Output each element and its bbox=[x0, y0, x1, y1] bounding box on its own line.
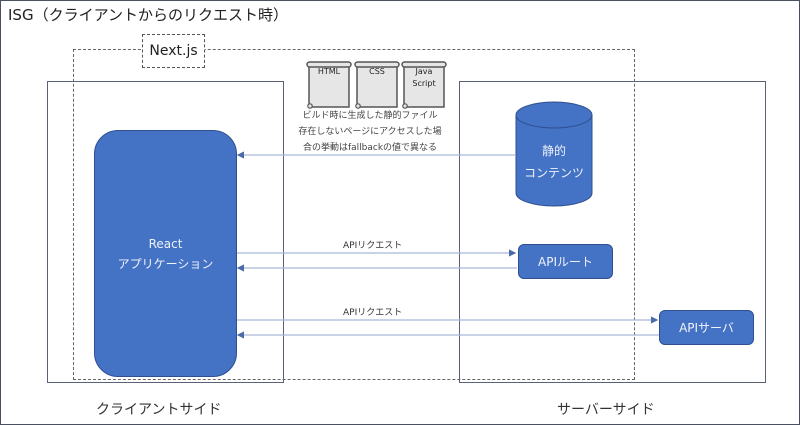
static-files-note: ビルド時に生成した静的ファイル 存在しないページにアクセスした場 合の挙動はfa… bbox=[285, 108, 455, 156]
file-label-javascript-line1: Java bbox=[415, 67, 433, 76]
client-side-label: クライアントサイド bbox=[96, 402, 222, 418]
client-side-box bbox=[47, 81, 284, 383]
api-server-box: APIサーバ bbox=[659, 310, 754, 345]
api-route-label: APIルート bbox=[538, 255, 593, 269]
file-label-javascript-line2: Script bbox=[412, 79, 436, 88]
note-line-3: 合の挙動はfallbackの値で異なる bbox=[302, 143, 438, 153]
static-content-line2: コンテンツ bbox=[523, 166, 584, 180]
note-line-2: 存在しないページにアクセスした場 bbox=[298, 127, 442, 137]
react-application: React アプリケーション bbox=[94, 130, 237, 377]
static-content-cylinder bbox=[515, 101, 593, 207]
api-server-label: APIサーバ bbox=[679, 321, 734, 335]
nextjs-region bbox=[73, 49, 635, 380]
file-icon-css bbox=[354, 61, 400, 109]
file-label-javascript: Java Script bbox=[404, 66, 444, 90]
diagram-title: ISG（クライアントからのリクエスト時） bbox=[8, 6, 288, 24]
arrow-label-api-request-1: APIリクエスト bbox=[343, 241, 403, 251]
file-label-html: HTML bbox=[317, 67, 341, 76]
file-icon-html bbox=[306, 61, 352, 109]
static-content-line1: 静的 bbox=[541, 144, 566, 158]
server-side-label: サーバーサイド bbox=[557, 402, 655, 418]
nextjs-label-text: Next.js bbox=[149, 43, 198, 59]
note-line-1: ビルド時に生成した静的ファイル bbox=[302, 111, 438, 121]
arrow-label-api-request-2: APIリクエスト bbox=[343, 308, 403, 318]
server-side-box bbox=[459, 81, 766, 383]
react-app-line1: React bbox=[148, 236, 183, 251]
file-icon-javascript bbox=[401, 61, 447, 109]
file-label-css: CSS bbox=[369, 67, 385, 76]
nextjs-label: Next.js bbox=[142, 34, 205, 68]
react-app-line2: アプリケーション bbox=[117, 256, 214, 271]
static-content-label: 静的 コンテンツ bbox=[516, 140, 592, 184]
api-route-box: APIルート bbox=[518, 244, 613, 279]
